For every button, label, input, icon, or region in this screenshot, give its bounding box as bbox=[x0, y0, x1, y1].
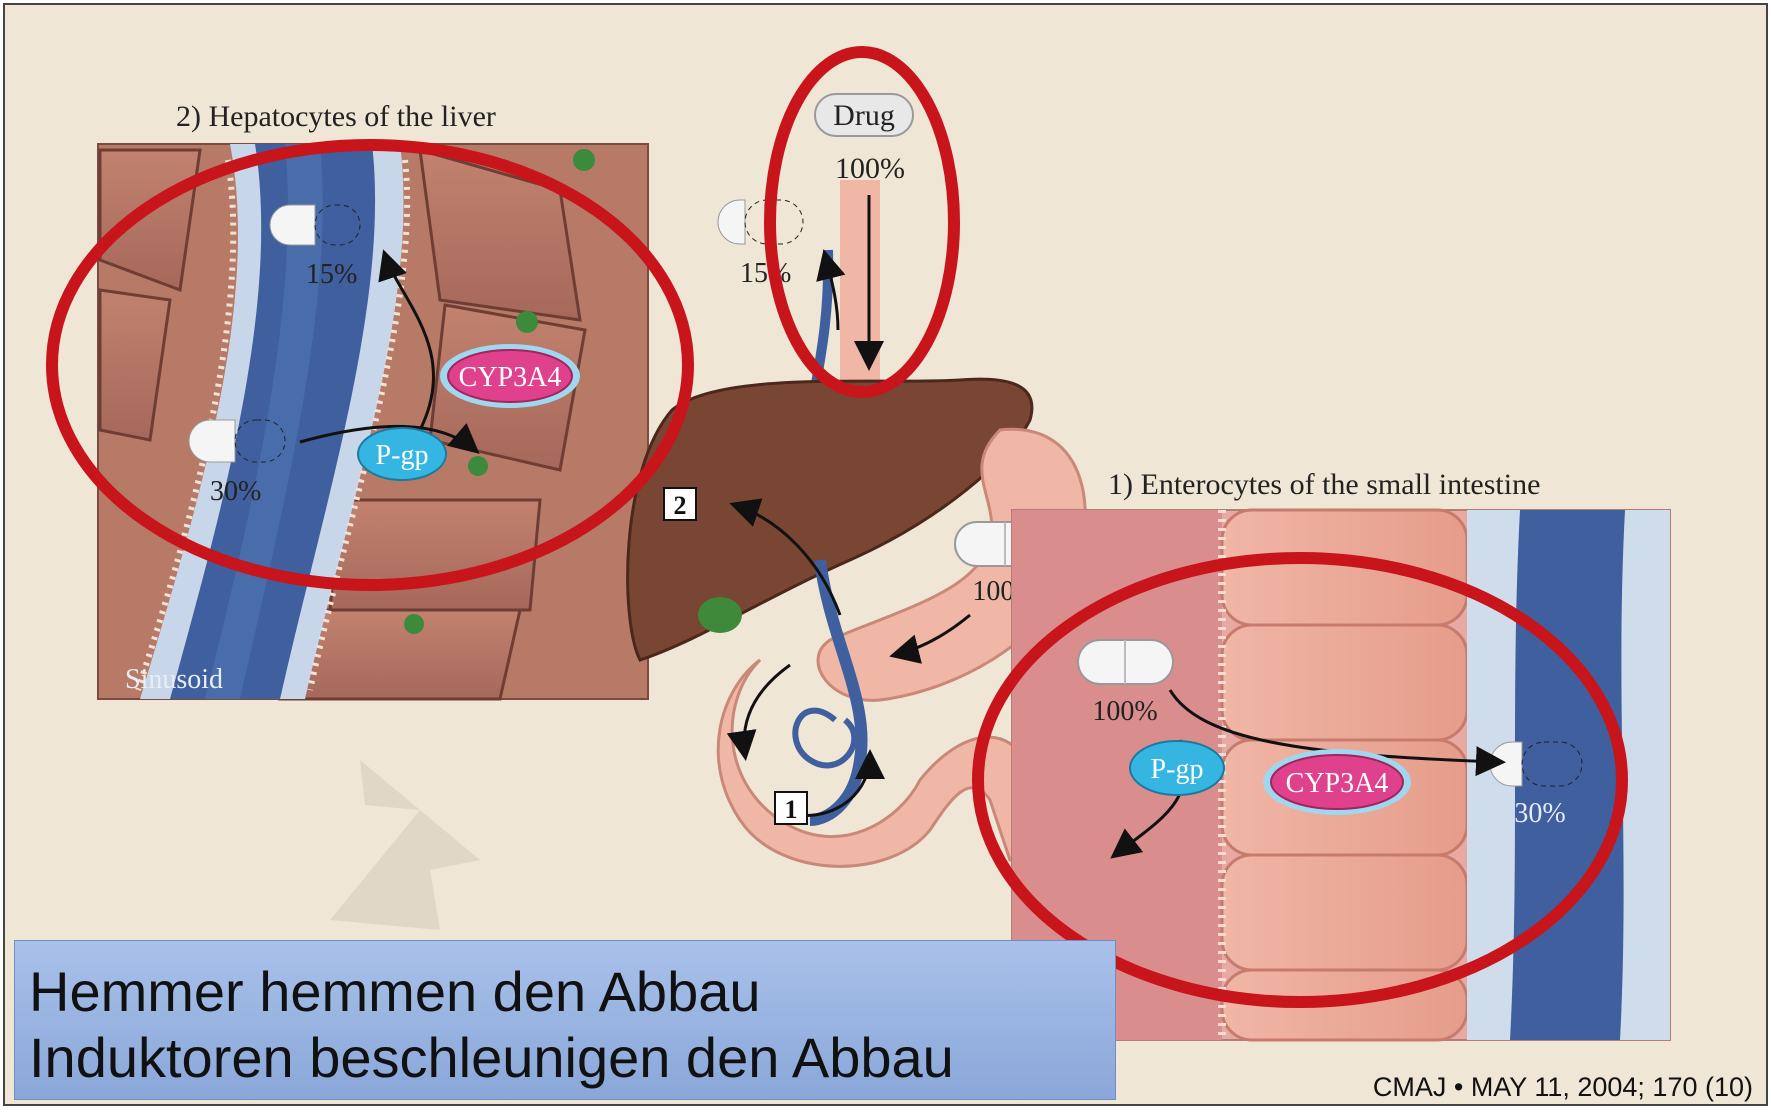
hepatocytes-label: 2) Hepatocytes of the liver bbox=[176, 100, 496, 133]
intestine-pill-100 bbox=[1078, 640, 1173, 684]
caption-line-1: Hemmer hemmen den Abbau bbox=[29, 959, 1115, 1025]
hepatocyte-cell bbox=[330, 500, 540, 610]
liver-15-label: 15% bbox=[306, 259, 357, 290]
intestine-100-label: 100% bbox=[1092, 696, 1157, 727]
cyp-liver-label: CYP3A4 bbox=[459, 362, 562, 393]
step-2-label: 2 bbox=[674, 491, 687, 520]
source-citation: CMAJ • MAY 11, 2004; 170 (10) bbox=[1373, 1072, 1753, 1103]
sinusoid-label: Sinusoid bbox=[125, 664, 223, 695]
step-1-label: 1 bbox=[785, 795, 798, 824]
enterocyte-cell bbox=[1222, 855, 1467, 970]
caption-box: Hemmer hemmen den Abbau Induktoren besch… bbox=[14, 940, 1116, 1100]
caption-line-2: Induktoren beschleunigen den Abbau bbox=[29, 1025, 1115, 1091]
liver-30-label: 30% bbox=[210, 476, 261, 507]
gallbladder bbox=[698, 597, 742, 633]
enterocytes-label: 1) Enterocytes of the small intestine bbox=[1108, 468, 1540, 501]
drug-label: Drug bbox=[833, 99, 895, 132]
enterocyte-cell bbox=[1222, 625, 1467, 740]
portal-15-label: 15% bbox=[740, 258, 791, 289]
liver-panel bbox=[98, 144, 648, 699]
intestine-30-label: 30% bbox=[1514, 798, 1565, 829]
esophagus bbox=[840, 180, 880, 400]
enterocyte-cell bbox=[1222, 510, 1467, 625]
pgp-intestine-label: P-gp bbox=[1151, 754, 1204, 785]
cyp-intestine-label: CYP3A4 bbox=[1286, 768, 1389, 799]
drug-100-label: 100% bbox=[835, 152, 905, 185]
capillary-vessel bbox=[1510, 510, 1625, 1040]
pgp-liver-label: P-gp bbox=[376, 440, 429, 471]
